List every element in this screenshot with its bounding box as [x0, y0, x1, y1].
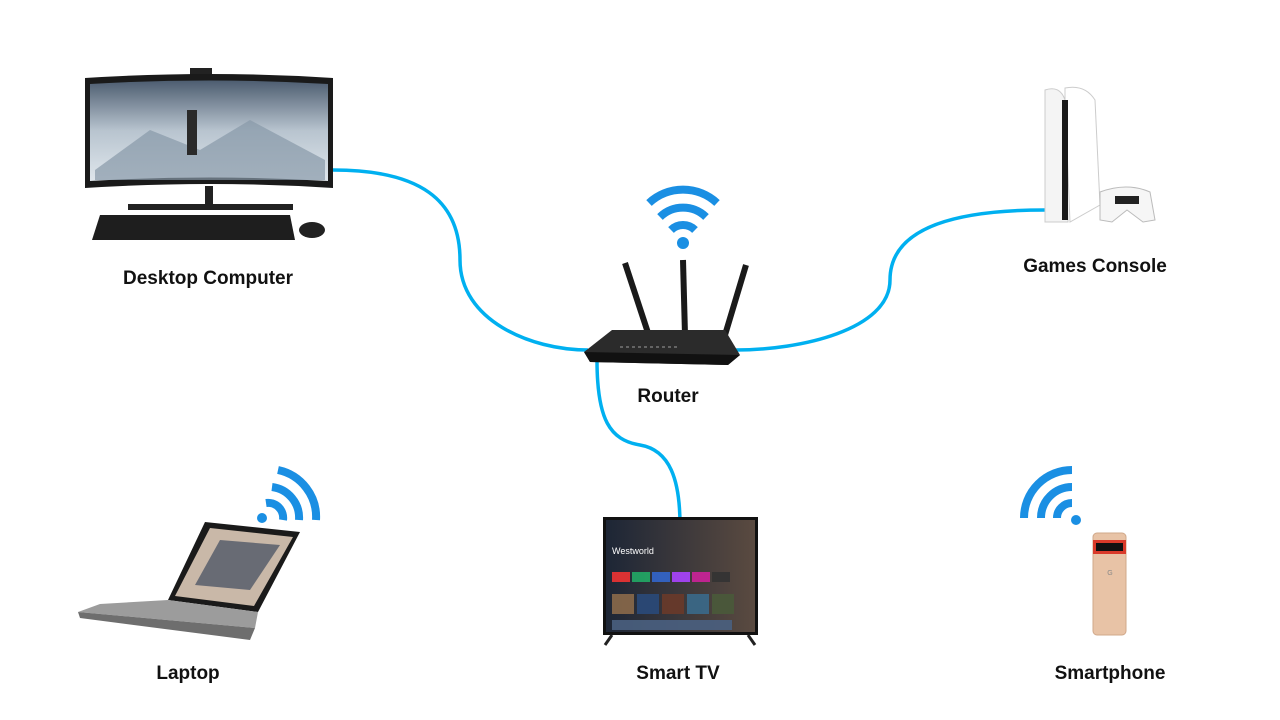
tv-screen-title: Westworld: [612, 546, 654, 556]
smartphone-icon: G: [1092, 532, 1127, 636]
router-label: Router: [637, 386, 699, 407]
cable-desktop-router: [332, 168, 589, 352]
svg-text:G: G: [1107, 570, 1112, 577]
smart-tv-label: Smart TV: [636, 663, 720, 684]
laptop-label: Laptop: [156, 663, 220, 684]
laptop-icon: [78, 522, 300, 640]
router-wifi-icon: [646, 185, 720, 234]
desktop-computer-label: Desktop Computer: [123, 268, 293, 289]
smartphone-label: Smartphone: [1054, 663, 1166, 684]
desktop-computer-icon: [85, 68, 333, 240]
games-console-icon: [1044, 86, 1156, 223]
cable-console-router: [735, 208, 1046, 352]
games-console-label: Games Console: [1023, 256, 1167, 277]
laptop-wifi-icon: [265, 466, 321, 521]
router-icon: [584, 259, 749, 365]
smartphone-wifi-icon: [1020, 466, 1073, 519]
cable-tv-router: [595, 359, 682, 526]
smart-tv-icon: Westworld: [603, 517, 758, 646]
